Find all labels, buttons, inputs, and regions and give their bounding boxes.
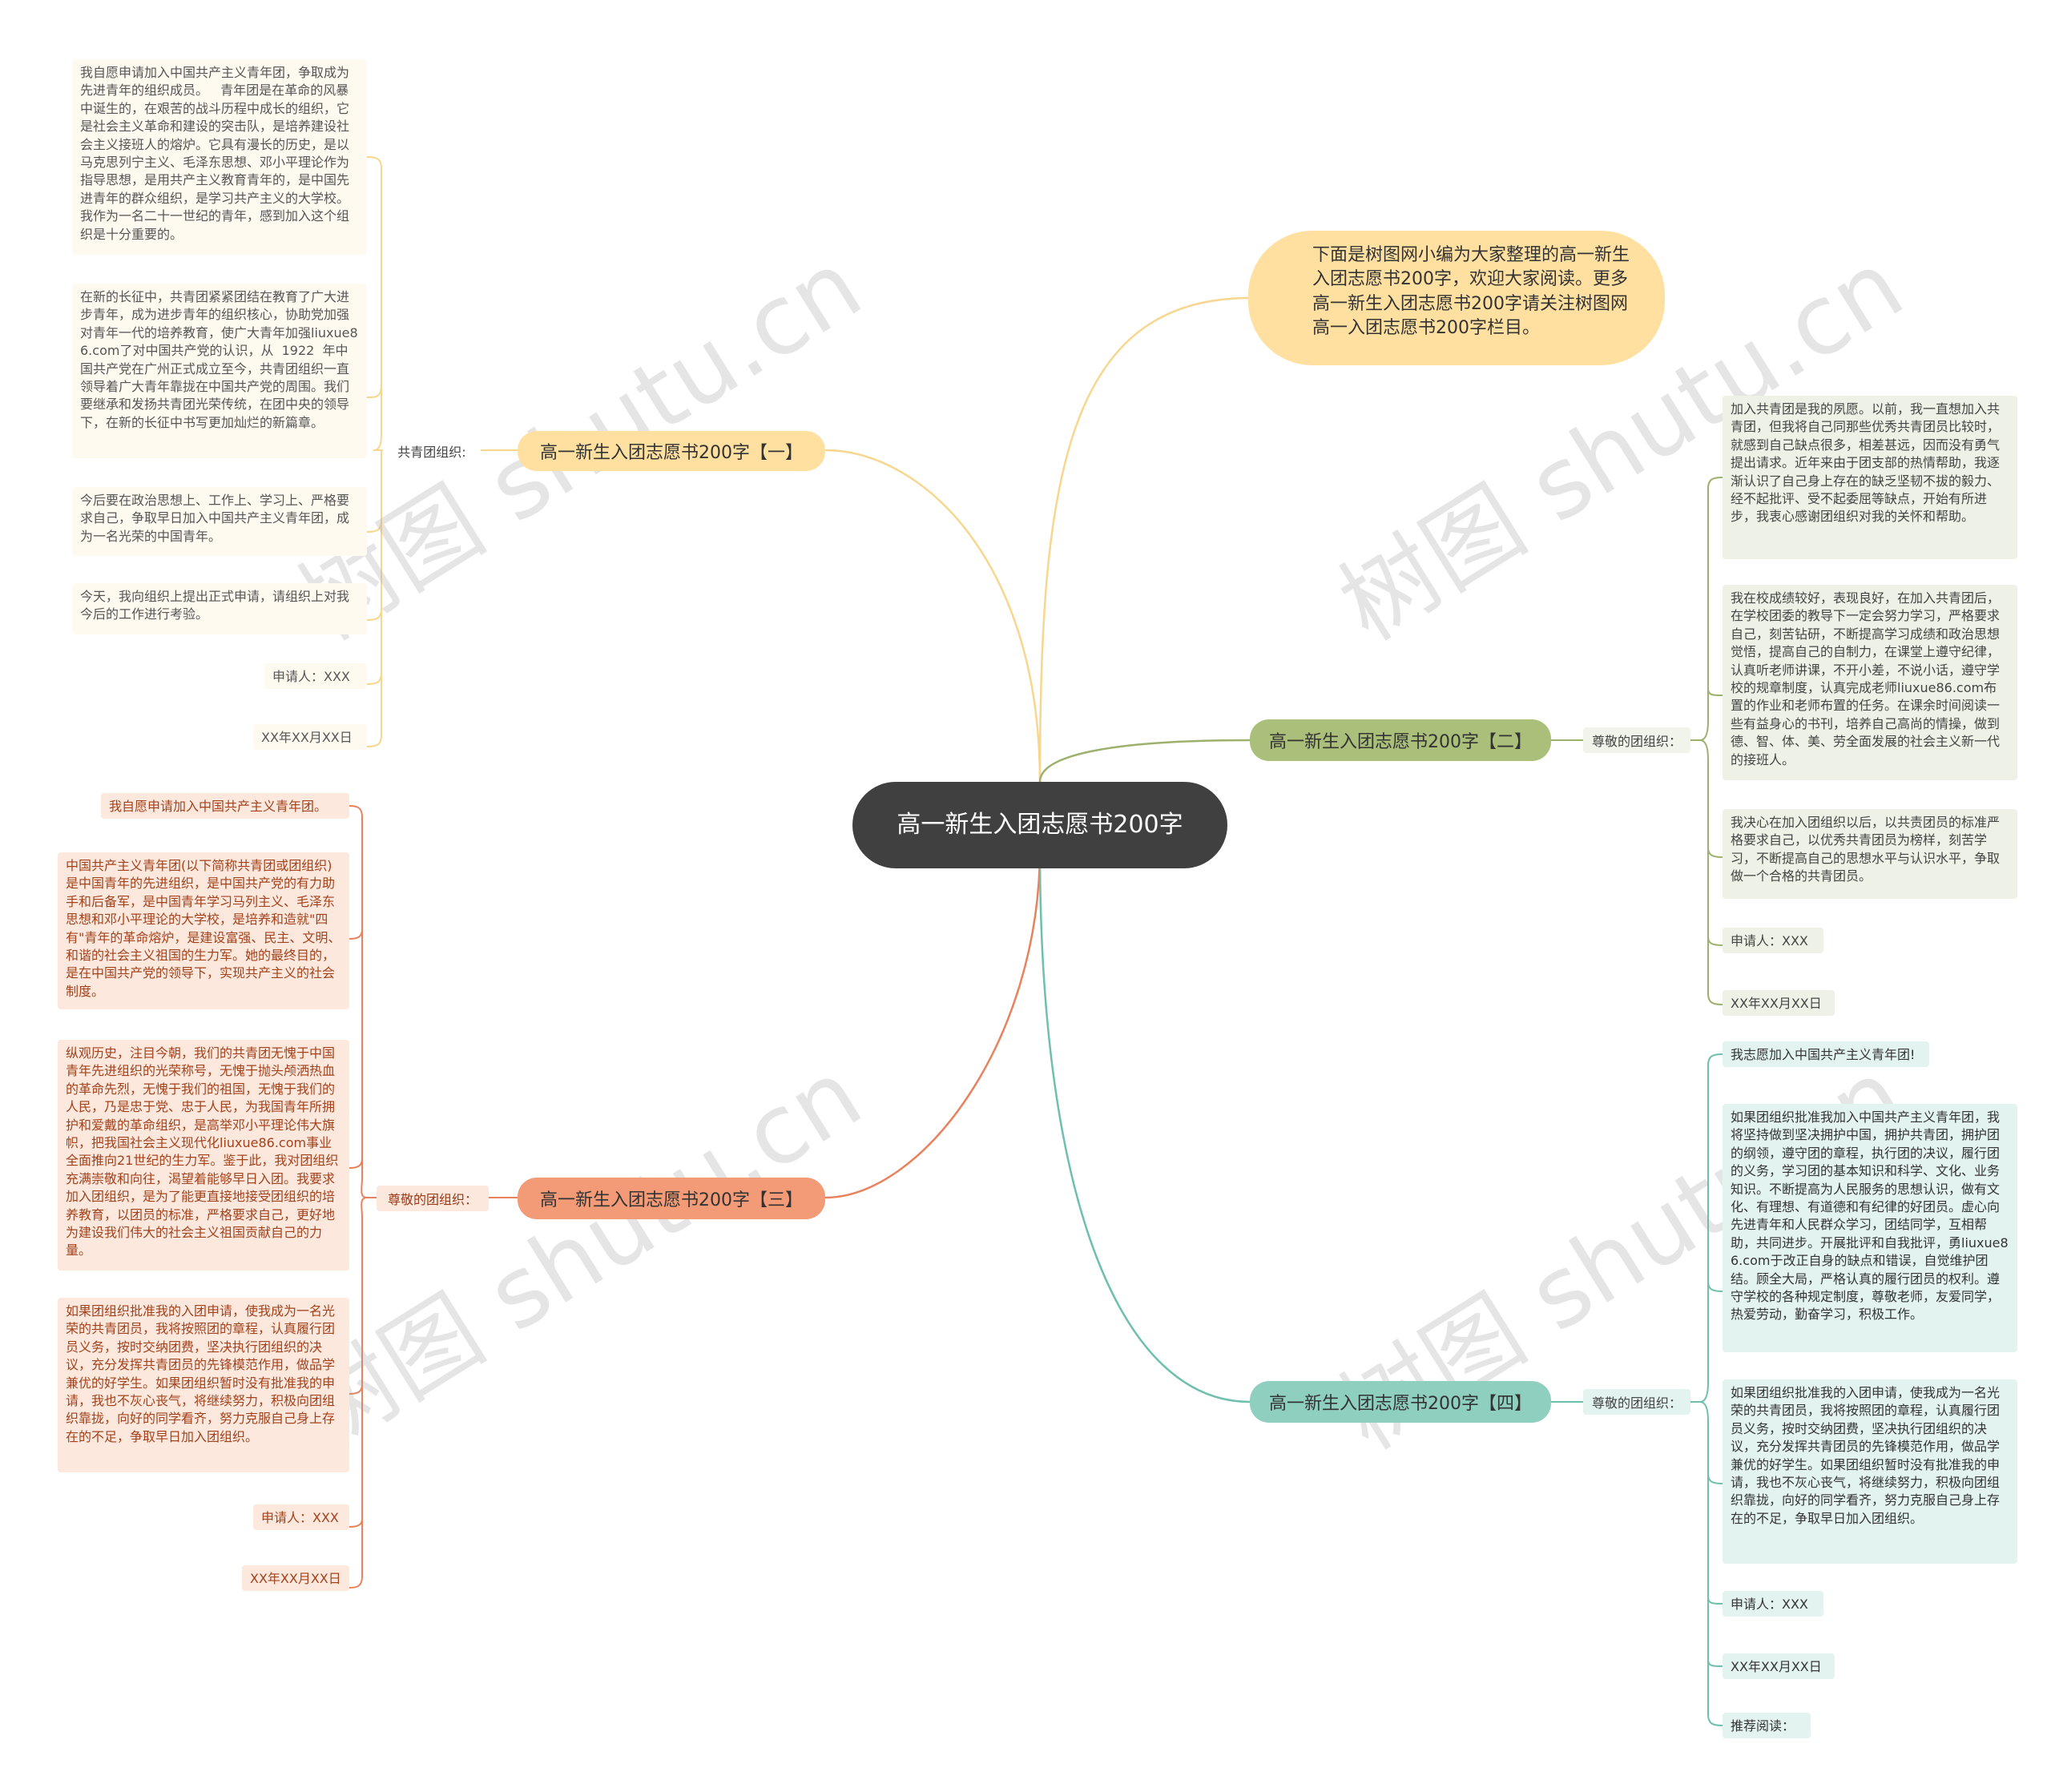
branch-2-topic[interactable]: 高一新生入团志愿书200字【二】 <box>1250 719 1551 761</box>
link-center-b1 <box>824 449 1042 783</box>
branch-2-applicant[interactable]: 申请人：XXX <box>1723 928 1823 953</box>
branch-1-topic[interactable]: 高一新生入团志愿书200字【一】 <box>518 431 825 471</box>
branch-4-date[interactable]: XX年XX月XX日 <box>1723 1653 1835 1679</box>
branch-4-applicant[interactable]: 申请人：XXX <box>1723 1591 1823 1617</box>
link-center-intro <box>1038 296 1251 783</box>
ticks-b1 <box>366 384 382 685</box>
branch-4-paragraph-3[interactable]: 如果团组织批准我的入团申请，使我成为一名光荣的共青团员，我将按照团的章程，认真履… <box>1723 1379 2017 1564</box>
branch-4-salutation[interactable]: 尊敬的团组织： <box>1583 1389 1690 1415</box>
ticks-b3 <box>349 928 363 1528</box>
bracket-b4 <box>1690 1053 1723 1726</box>
branch-2-paragraph-3[interactable]: 我决心在加入团组织以后，以共责团员的标准严格要求自己，以优秀共青团员为榜样，刻苦… <box>1723 809 2017 899</box>
branch-4-topic[interactable]: 高一新生入团志愿书200字【四】 <box>1250 1381 1551 1423</box>
bracket-b3 <box>349 805 377 1589</box>
branch-3-salutation[interactable]: 尊敬的团组织： <box>377 1186 489 1211</box>
branch-3-paragraph-2[interactable]: 中国共产主义青年团(以下简称共青团或团组织)是中国青年的先进组织，是中国共产党的… <box>58 852 349 1009</box>
branch-1-paragraph-4[interactable]: 今天，我向组织上提出正式申请，请组织上对我今后的工作进行考验。 <box>72 583 367 634</box>
branch-1-applicant[interactable]: 申请人：XXX <box>264 663 367 689</box>
bracket-b2 <box>1690 477 1723 1005</box>
branch-1-paragraph-1[interactable]: 我自愿申请加入中国共产主义青年团，争取成为先进青年的组织成员。 青年团是在革命的… <box>72 59 367 255</box>
branch-3-applicant[interactable]: 申请人：XXX <box>253 1504 349 1530</box>
branch-3-paragraph-1[interactable]: 我自愿申请加入中国共产主义青年团。 <box>101 793 349 819</box>
branch-3-paragraph-4[interactable]: 如果团组织批准我的入团申请，使我成为一名光荣的共青团员，我将按照团的章程，认真履… <box>58 1298 349 1472</box>
branch-4-paragraph-2[interactable]: 如果团组织批准我加入中国共产主义青年团，我将坚持做到坚决拥护中国，拥护共青团，拥… <box>1723 1104 2017 1352</box>
branch-2-paragraph-2[interactable]: 我在校成绩较好，表现良好，在加入共青团后，在学校团委的教导下一定会努力学习，严格… <box>1723 585 2017 780</box>
branch-1-paragraph-3[interactable]: 今后要在政治思想上、工作上、学习上、严格要求自己，争取早日加入中国共产主义青年团… <box>72 487 367 556</box>
ticks-b2 <box>1707 688 1723 946</box>
central-topic[interactable]: 高一新生入团志愿书200字 <box>852 782 1227 868</box>
bracket-b1 <box>366 156 383 747</box>
branch-2-date[interactable]: XX年XX月XX日 <box>1723 990 1835 1016</box>
intro-note[interactable]: 下面是树图网小编为大家整理的高一新生入团志愿书200字，欢迎大家阅读。更多高一新… <box>1248 231 1665 365</box>
branch-1-salutation[interactable]: 共青团组织: <box>383 439 481 463</box>
branch-3-topic[interactable]: 高一新生入团志愿书200字【三】 <box>518 1178 825 1219</box>
branch-1-paragraph-2[interactable]: 在新的长征中，共青团紧紧团结在教育了广大进步青年，成为进步青年的组织核心，协助党… <box>72 284 367 458</box>
branch-2-paragraph-1[interactable]: 加入共青团是我的夙愿。以前，我一直想加入共青团，但我将自己同那些优秀共青团员比较… <box>1723 396 2017 559</box>
ticks-b4 <box>1707 1281 1723 1667</box>
branch-2-salutation[interactable]: 尊敬的团组织： <box>1583 727 1690 753</box>
link-center-b4 <box>1038 848 1251 1403</box>
branch-4-paragraph-1[interactable]: 我志愿加入中国共产主义青年团! <box>1723 1041 1929 1067</box>
link-center-b2 <box>1038 739 1251 783</box>
branch-4-recommended-reading[interactable]: 推荐阅读： <box>1723 1713 1811 1738</box>
branch-3-paragraph-3[interactable]: 纵观历史，注目今朝，我们的共青团无愧于中国青年先进组织的光荣称号，无愧于抛头颅洒… <box>58 1040 349 1271</box>
branch-1-date[interactable]: XX年XX月XX日 <box>253 724 367 750</box>
branch-3-date[interactable]: XX年XX月XX日 <box>242 1565 349 1591</box>
link-center-b3 <box>824 848 1042 1199</box>
